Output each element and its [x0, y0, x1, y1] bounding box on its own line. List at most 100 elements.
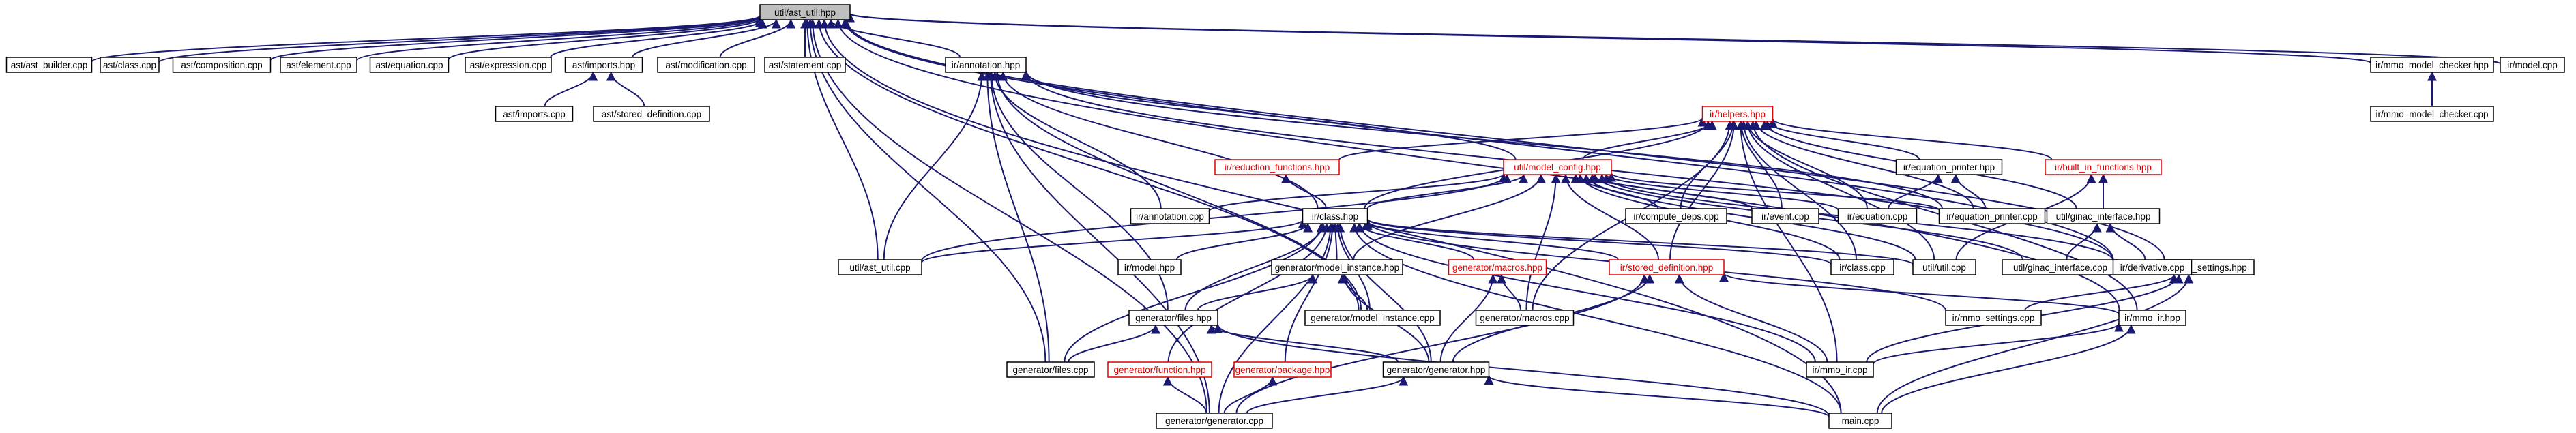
node-label: ir/mmo_model_checker.cpp	[2375, 109, 2488, 119]
node-box	[1302, 208, 1368, 224]
edge-ast_expression_cpp-to-root	[550, 18, 767, 58]
node-label: generator/files.hpp	[1135, 313, 1212, 323]
node-ast-composition-cpp[interactable]: ast/composition.cpp	[172, 57, 272, 73]
node-generator-macros-hpp[interactable]: generator/macros.hpp	[1448, 259, 1547, 275]
node-ast-class-cpp[interactable]: ast/class.cpp	[100, 57, 160, 73]
node-main-cpp[interactable]: main.cpp	[1828, 413, 1892, 429]
node-ir-mmo-model-checker-cpp[interactable]: ir/mmo_model_checker.cpp	[2370, 106, 2494, 122]
node-ir-model-hpp[interactable]: ir/model.hpp	[1117, 259, 1182, 275]
node-label: generator/macros.cpp	[1480, 313, 1569, 323]
node-ast-imports-hpp[interactable]: ast/imports.hpp	[564, 57, 643, 73]
node-ir-reduction-functions-hpp[interactable]: ir/reduction_functions.hpp	[1214, 159, 1340, 175]
node-label: ir/model.hpp	[1124, 263, 1175, 273]
node-ir-class-hpp[interactable]: ir/class.hpp	[1302, 208, 1368, 224]
edge-main_cpp-to-ir_class_hpp	[1349, 222, 1842, 414]
edge-ir_stored_definition_hpp-to-util_model_config_hpp	[1561, 173, 1660, 260]
node-root[interactable]: util/ast_util.hpp	[759, 4, 851, 20]
node-box	[100, 57, 160, 73]
edge-generator_generator_cpp-to-ir_class_hpp	[1218, 222, 1336, 414]
node-ir-equation-printer-cpp[interactable]: ir/equation_printer.cpp	[1938, 208, 2046, 224]
node-util-util-cpp[interactable]: util/util.cpp	[1912, 259, 1976, 275]
edge-ast_element_cpp-to-root	[356, 16, 765, 61]
node-ast-equation-cpp[interactable]: ast/equation.cpp	[369, 57, 450, 73]
node-label: ir/class.cpp	[1839, 263, 1886, 273]
node-box	[369, 57, 450, 73]
node-util-ast-util-cpp[interactable]: util/ast_util.cpp	[838, 259, 922, 275]
node-box	[2370, 106, 2494, 122]
edge-generator_files_cpp-to-generator_files_hpp	[1068, 324, 1160, 363]
edge-util_model_config_hpp-to-ir_annotation_hpp	[1021, 71, 1517, 160]
node-generator-generator-cpp[interactable]: generator/generator.cpp	[1156, 413, 1273, 429]
node-generator-generator-hpp[interactable]: generator/generator.hpp	[1382, 361, 1490, 378]
node-label: ir/mmo_model_checker.hpp	[2375, 60, 2489, 70]
node-box	[172, 57, 272, 73]
node-generator-files-hpp[interactable]: generator/files.hpp	[1128, 310, 1218, 326]
edge-util_ginac_interface_cpp-to-util_ginac_interface_hpp	[2066, 222, 2102, 260]
node-ir-stored-definition-hpp[interactable]: ir/stored_definition.hpp	[1609, 259, 1725, 275]
node-ast-imports-cpp[interactable]: ast/imports.cpp	[495, 106, 574, 122]
node-box	[759, 4, 851, 20]
node-ast-element-cpp[interactable]: ast/element.cpp	[280, 57, 357, 73]
node-label: ast/imports.cpp	[503, 109, 566, 119]
node-ir-helpers-hpp[interactable]: ir/helpers.hpp	[1701, 106, 1774, 122]
node-ir-equation-cpp[interactable]: ir/equation.cpp	[1837, 208, 1918, 224]
node-label: ast/expression.cpp	[470, 60, 547, 70]
edge-util_util_cpp-to-util_model_config_hpp	[1581, 173, 1916, 260]
node-ir-built-in-functions-hpp[interactable]: ir/built_in_functions.hpp	[2045, 159, 2162, 175]
edge-generator_model_instance_hpp-to-util_model_config_hpp	[1353, 173, 1546, 260]
node-ir-event-cpp[interactable]: ir/event.cpp	[1751, 208, 1819, 224]
edge-ir_reduction_functions_hpp-to-ir_helpers_hpp	[1338, 117, 1708, 161]
node-box	[1701, 106, 1774, 122]
node-ast-statement-cpp[interactable]: ast/statement.cpp	[764, 57, 846, 73]
edge-ast_imports_hpp-to-root	[632, 18, 781, 58]
edge-ir_class_hpp-to-ir_annotation_hpp	[998, 71, 1319, 209]
node-ir-mmo-ir-cpp[interactable]: ir/mmo_ir.cpp	[1806, 361, 1874, 378]
node-ir-mmo-ir-hpp[interactable]: ir/mmo_ir.hpp	[2118, 310, 2186, 326]
node-ir-derivative-cpp[interactable]: ir/derivative.cpp	[2112, 259, 2193, 275]
node-ir-class-cpp[interactable]: ir/class.cpp	[1830, 259, 1894, 275]
node-generator-macros-cpp[interactable]: generator/macros.cpp	[1475, 310, 1575, 326]
node-box	[495, 106, 574, 122]
node-ast-modification-cpp[interactable]: ast/modification.cpp	[657, 57, 755, 73]
node-ir-annotation-cpp[interactable]: ir/annotation.cpp	[1130, 208, 1210, 224]
node-generator-function-hpp[interactable]: generator/function.hpp	[1107, 361, 1212, 378]
edge-ir_built_in_functions_hpp-to-ir_helpers_hpp	[1768, 118, 2053, 160]
node-box	[1233, 361, 1332, 378]
node-ast-expression-cpp[interactable]: ast/expression.cpp	[465, 57, 552, 73]
node-util-model-config-hpp[interactable]: util/model_config.hpp	[1503, 159, 1612, 175]
node-ast-builder-cpp[interactable]: ast/ast_builder.cpp	[5, 57, 93, 73]
node-ast-stored-definition-cpp[interactable]: ast/stored_definition.cpp	[593, 106, 710, 122]
node-label: ast/imports.hpp	[572, 60, 635, 70]
node-label: generator/function.hpp	[1113, 365, 1205, 375]
node-label: ir/mmo_ir.cpp	[1812, 365, 1867, 375]
node-box	[1475, 310, 1575, 326]
edge-util_ast_util_cpp-to-util_model_config_hpp	[921, 173, 1512, 262]
node-box	[2046, 208, 2161, 224]
node-ir-mmo-settings-cpp[interactable]: ir/mmo_settings.cpp	[1945, 310, 2042, 326]
node-ir-model-cpp[interactable]: ir/model.cpp	[2500, 57, 2565, 73]
node-ir-mmo-model-checker-hpp[interactable]: ir/mmo_model_checker.hpp	[2370, 57, 2494, 73]
edge-ast_modification_cpp-to-root	[719, 18, 796, 58]
node-label: ast/modification.cpp	[665, 60, 746, 70]
node-box	[1945, 310, 2042, 326]
node-ir-equation-printer-hpp[interactable]: ir/equation_printer.hpp	[1895, 159, 2003, 175]
node-box	[593, 106, 710, 122]
edge-layer	[91, 12, 2501, 418]
node-generator-model-instance-hpp[interactable]: generator/model_instance.hpp	[1271, 259, 1403, 275]
node-ir-compute-deps-cpp[interactable]: ir/compute_deps.cpp	[1625, 208, 1727, 224]
node-util-ginac-interface-hpp[interactable]: util/ginac_interface.hpp	[2046, 208, 2161, 224]
node-box	[764, 57, 846, 73]
node-label: util/ast_util.cpp	[849, 263, 910, 273]
node-label: ast/stored_definition.cpp	[602, 109, 701, 119]
node-generator-package-hpp[interactable]: generator/package.hpp	[1233, 361, 1332, 378]
node-generator-model-instance-cpp[interactable]: generator/model_instance.cpp	[1304, 310, 1441, 326]
node-ir-annotation-hpp[interactable]: ir/annotation.hpp	[945, 57, 1027, 73]
node-util-ginac-interface-cpp[interactable]: util/ginac_interface.cpp	[2002, 259, 2119, 275]
node-box	[280, 57, 357, 73]
edge-generator_generator_cpp-to-generator_package_hpp	[1223, 376, 1278, 414]
node-box	[2370, 57, 2494, 73]
edge-ast_builder_cpp-to-root	[91, 14, 765, 63]
node-generator-files-cpp[interactable]: generator/files.cpp	[1006, 361, 1095, 378]
edge-ir_mmo_ir_cpp-to-ir_mmo_ir_hpp	[1873, 322, 2124, 365]
node-label: ir/built_in_functions.hpp	[2055, 162, 2152, 173]
